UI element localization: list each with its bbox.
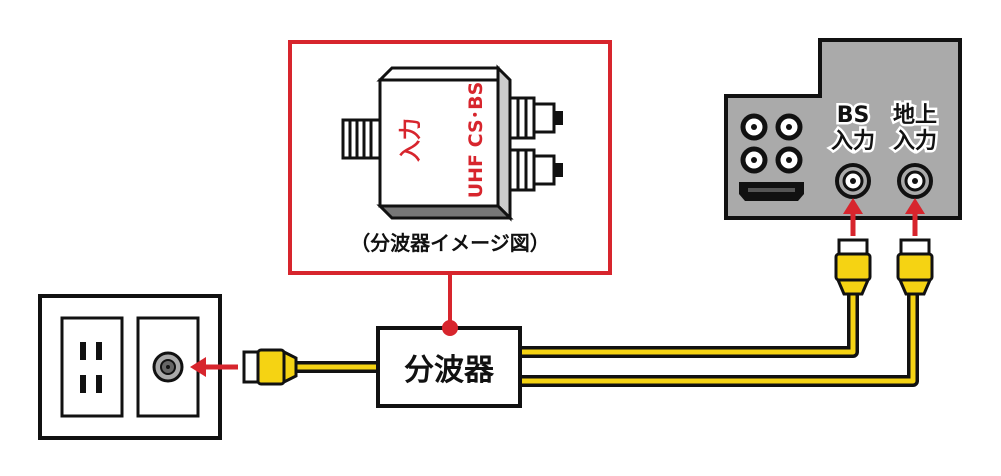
cable-wall-to-splitter: [242, 348, 380, 386]
cable-splitter-to-terrestrial: [520, 290, 919, 387]
cable-splitter-to-bs: [520, 290, 859, 358]
bs-coax-jack-icon: [835, 163, 871, 199]
arrow-up-icon: [843, 198, 863, 214]
arrow-up-icon: [905, 198, 925, 214]
splitter-frame: [376, 326, 522, 408]
output-ports-label: UHF CS･BS: [465, 82, 487, 199]
arrow-up-to-terrestrial: [905, 198, 925, 236]
coax-plug-icon: [242, 348, 298, 386]
inset-caption: （分波器イメージ図）: [350, 231, 550, 255]
splitter-illustration-icon: 入力 UHF CS･BS: [341, 64, 563, 222]
wall-outlet: [38, 294, 238, 440]
terrestrial-port-label-top: 地上: [893, 103, 937, 128]
power-socket-frame: [60, 316, 124, 418]
input-connector-icon: [341, 118, 383, 160]
input-port-label: 入力: [399, 118, 424, 162]
output-connector-lower-icon: [508, 148, 563, 192]
arrow-up-to-bs: [843, 198, 863, 236]
av-jack-icons: [740, 113, 803, 174]
hdmi-port-icon: [739, 182, 804, 201]
coax-jack-icon: [152, 351, 184, 383]
bs-port-label-bottom: 入力: [831, 129, 875, 154]
bs-coax-plug-icon: [834, 238, 872, 296]
terrestrial-coax-plug-icon: [896, 238, 934, 296]
antenna-socket-frame: [136, 316, 200, 418]
terrestrial-port-label-bottom: 入力: [893, 129, 937, 154]
arrow-left-icon: [190, 357, 206, 377]
power-socket-icon: [80, 342, 102, 393]
tv-back-panel: BS 入力 地上 入力: [724, 38, 962, 220]
bs-port-label-top: BS: [837, 103, 870, 128]
splitter-inset: 入力 UHF CS･BS （分波器イメージ図）: [288, 40, 612, 336]
splitter-box: 分波器: [376, 320, 522, 408]
output-connector-upper-icon: [508, 96, 563, 140]
terrestrial-coax-jack-icon: [897, 163, 933, 199]
splitter-label: 分波器: [404, 353, 495, 388]
